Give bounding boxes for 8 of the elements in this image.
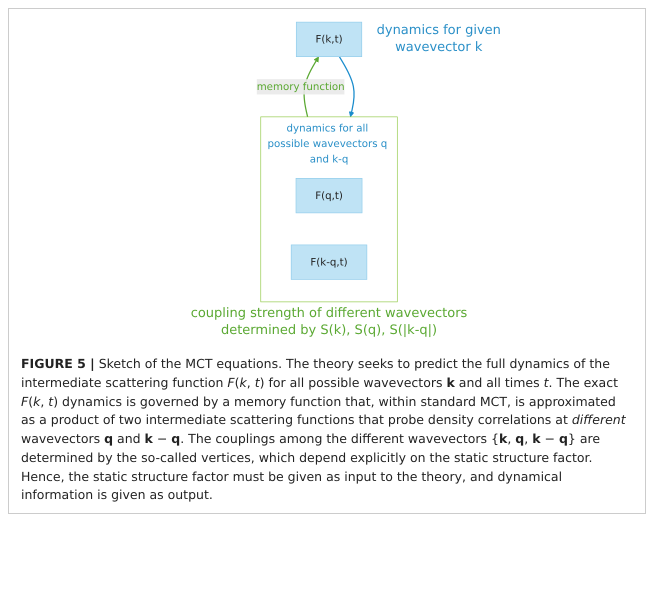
edge-label: memory function (256, 80, 345, 93)
arrow (338, 56, 355, 118)
node-note: dynamics for given wavevector k (376, 23, 502, 58)
node-box: F(k,t) (296, 22, 362, 57)
node-box: F(q,t) (296, 178, 362, 214)
node-box: F(k-q,t) (290, 244, 368, 280)
node-note: coupling strength of different wavevectors determined by S(k), S(q), S(|k-q|) (190, 306, 468, 340)
figure-caption: FIGURE 5 | Sketch of the MCT equations. The theory seeks to predict the full dynamics of the intermediate scattering function F(k, t) for all possible wavevectors k and all times t. The exact F(k, t) dynamics is governed by a memory function that, within standard MCT, is approximated as a product of two intermediate scattering functions that probe density correlations at different wavevectors q and k − q. The couplings among the different wavevectors {k, q, k − q} are determined by the so-called vertices, which depend explicitly on the static structure factor. Hence, the static structure factor must be given as input to the theory, and dynamical information is given as output. (21, 355, 627, 504)
